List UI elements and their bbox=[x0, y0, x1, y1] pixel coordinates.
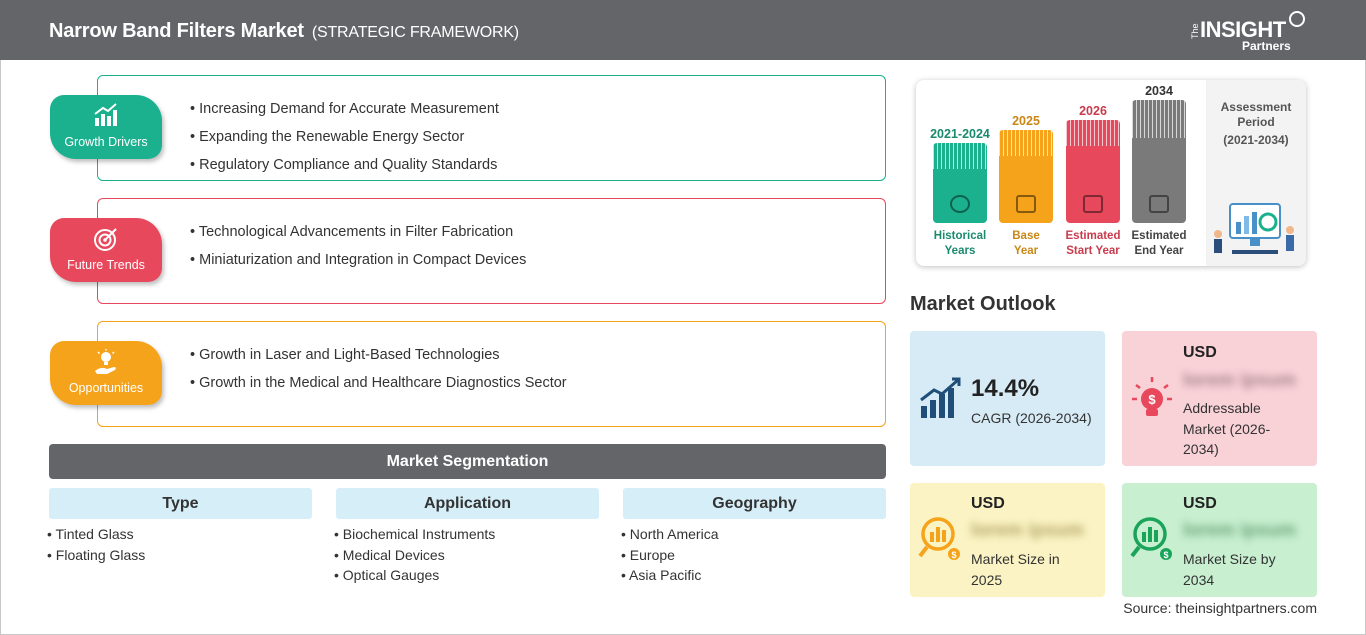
header-bar: Narrow Band Filters Market(STRATEGIC FRA… bbox=[0, 0, 1366, 60]
magnifier-chart-icon: $ bbox=[1130, 517, 1172, 560]
list-item: Asia Pacific bbox=[621, 565, 719, 586]
market-segmentation-header: Market Segmentation bbox=[49, 444, 886, 479]
cagr-label: CAGR (2026-2034) bbox=[971, 410, 1092, 426]
market-outlook-title: Market Outlook bbox=[910, 293, 1056, 315]
lightbulb-dollar-icon: $ bbox=[1132, 377, 1172, 416]
addressable-currency: USD bbox=[1183, 344, 1217, 361]
growth-drivers-badge: Growth Drivers bbox=[50, 95, 162, 159]
future-trends-card: Technological Advancements in Filter Fab… bbox=[97, 198, 886, 304]
assessment-range: (2021-2034) bbox=[1223, 133, 1289, 147]
size-2025-value: lorem ipsum bbox=[971, 520, 1084, 541]
list-item: Medical Devices bbox=[334, 545, 495, 566]
list-item: Growth in the Medical and Healthcare Dia… bbox=[190, 369, 567, 397]
list-item: Biochemical Instruments bbox=[334, 524, 496, 545]
analytics-people-icon bbox=[1214, 203, 1294, 254]
future-trends-list: Technological Advancements in Filter Fab… bbox=[190, 218, 527, 274]
timeline-year-label: 2034 bbox=[1145, 84, 1173, 98]
list-item: Miniaturization and Integration in Compa… bbox=[190, 246, 526, 274]
addressable-value: lorem ipsum bbox=[1183, 370, 1296, 391]
svg-text:$: $ bbox=[1148, 392, 1156, 407]
calendar-icon bbox=[1016, 195, 1036, 213]
market-size-2034-box: $ USD lorem ipsum Market Size by 2034 bbox=[1122, 483, 1317, 597]
list-item: Technological Advancements in Filter Fab… bbox=[190, 218, 526, 246]
history-icon bbox=[950, 195, 970, 213]
list-item: Optical Gauges bbox=[334, 565, 495, 586]
target-icon bbox=[94, 228, 117, 251]
growth-drivers-list: Increasing Demand for Accurate Measureme… bbox=[190, 95, 499, 179]
timeline-bar bbox=[1132, 100, 1186, 223]
svg-text:$: $ bbox=[1163, 550, 1168, 560]
source-note: Source: theinsightpartners.com bbox=[1123, 600, 1317, 616]
assessment-title: Assessment Period bbox=[1220, 100, 1292, 129]
size-2025-currency: USD bbox=[971, 495, 1005, 512]
idea-hand-icon bbox=[95, 349, 116, 374]
addressable-market-box: $ USD lorem ipsum Addressable Market (20… bbox=[1122, 331, 1317, 466]
list-item: Europe bbox=[621, 545, 719, 566]
list-item: Expanding the Renewable Energy Sector bbox=[190, 123, 499, 151]
insight-partners-logo[interactable]: The INSIGHT Partners bbox=[1190, 9, 1310, 53]
list-item: Regulatory Compliance and Quality Standa… bbox=[190, 151, 499, 179]
cagr-box: 14.4% CAGR (2026-2034) bbox=[910, 331, 1105, 466]
list-item: North America bbox=[621, 524, 719, 545]
list-item: Growth in Laser and Light-Based Technolo… bbox=[190, 341, 567, 369]
svg-text:$: $ bbox=[951, 550, 956, 560]
market-size-2025-box: $ USD lorem ipsum Market Size in 2025 bbox=[910, 483, 1105, 597]
future-trends-badge: Future Trends bbox=[50, 218, 162, 282]
size-2034-currency: USD bbox=[1183, 495, 1217, 512]
segment-type-header: Type bbox=[49, 488, 312, 519]
cagr-value: 14.4% bbox=[971, 375, 1040, 402]
growth-drivers-card: Increasing Demand for Accurate Measureme… bbox=[97, 75, 886, 181]
opportunities-badge: Opportunities bbox=[50, 341, 162, 405]
timeline-bar bbox=[999, 130, 1053, 223]
timeline-bar bbox=[1066, 120, 1120, 223]
timeline-bar bbox=[933, 143, 987, 223]
opportunities-list: Growth in Laser and Light-Based Technolo… bbox=[190, 341, 567, 397]
list-item: Increasing Demand for Accurate Measureme… bbox=[190, 95, 499, 123]
growth-chart-icon bbox=[920, 377, 961, 418]
list-item: Floating Glass bbox=[47, 545, 145, 566]
size-2025-label: Market Size in 2025 bbox=[971, 551, 1060, 588]
segment-geography-header: Geography bbox=[623, 488, 886, 519]
opportunities-card: Growth in Laser and Light-Based Technolo… bbox=[97, 321, 886, 427]
segment-geography-list: North America Europe Asia Pacific bbox=[621, 524, 719, 586]
list-item: Tinted Glass bbox=[47, 524, 145, 545]
segment-application-list: Biochemical Instruments Medical Devices … bbox=[334, 524, 496, 586]
assessment-period-panel: Assessment Period (2021-2034) bbox=[1206, 80, 1306, 266]
size-2034-value: lorem ipsum bbox=[1183, 520, 1296, 541]
growth-chart-icon bbox=[94, 103, 117, 126]
segment-application-header: Application bbox=[336, 488, 599, 519]
timeline-year-label: 2026 bbox=[1079, 104, 1107, 118]
monitor-chart-icon bbox=[1149, 195, 1169, 213]
start-flag-icon bbox=[1083, 195, 1103, 213]
page-title: Narrow Band Filters Market(STRATEGIC FRA… bbox=[49, 20, 519, 42]
timeline-year-label: 2021-2024 bbox=[930, 127, 990, 141]
timeline-year-label: 2025 bbox=[1012, 114, 1040, 128]
size-2034-label: Market Size by 2034 bbox=[1183, 551, 1276, 588]
magnifier-chart-icon: $ bbox=[918, 517, 960, 560]
segment-type-list: Tinted Glass Floating Glass bbox=[47, 524, 146, 566]
addressable-label: Addressable Market (2026-2034) bbox=[1183, 400, 1271, 457]
page-subtitle: (STRATEGIC FRAMEWORK) bbox=[311, 24, 519, 41]
